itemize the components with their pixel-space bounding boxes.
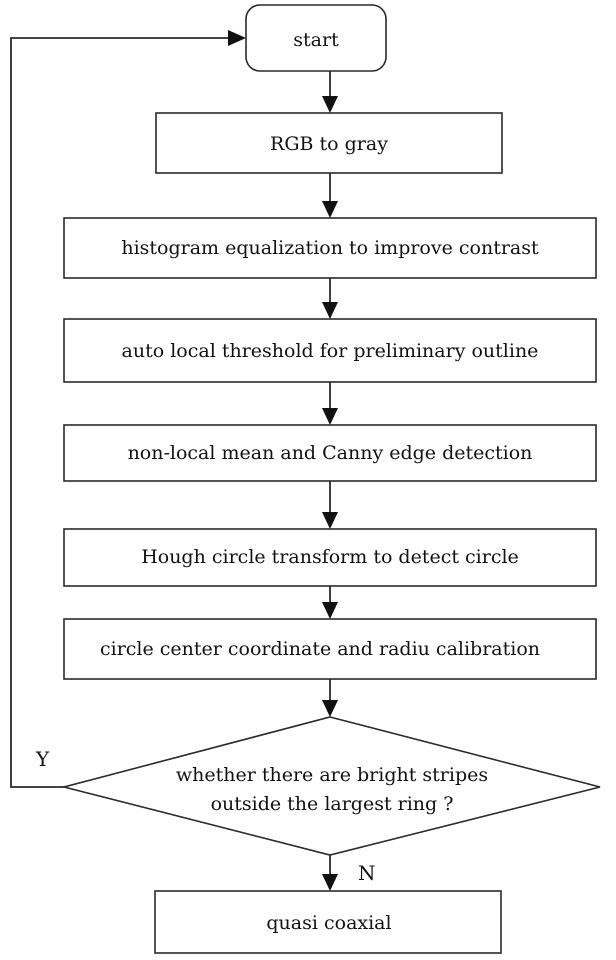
calibration-node	[63, 618, 597, 680]
threshold-label: auto local threshold for preliminary out…	[122, 340, 539, 362]
decision-label-line2: outside the largest ring ?	[211, 793, 454, 815]
quasi-coaxial-label: quasi coaxial	[266, 912, 391, 934]
connector-yes-loop	[10, 37, 228, 788]
arrowhead-yes-loop	[228, 30, 246, 46]
arrowhead-canny-to-hough	[322, 512, 338, 529]
hough-node	[63, 528, 597, 587]
start-node-label: start	[293, 29, 339, 51]
arrowhead-rgb-to-histogram	[322, 201, 338, 218]
canny-label: non-local mean and Canny edge detection	[128, 442, 533, 464]
arrowhead-threshold-to-canny	[322, 408, 338, 425]
decision-node	[60, 716, 601, 856]
calibration-label: circle center coordinate and radiu calib…	[100, 638, 540, 660]
arrowhead-histogram-to-threshold	[322, 302, 338, 319]
arrowhead-calibration-to-decision	[322, 700, 338, 717]
histogram-label: histogram equalization to improve contra…	[121, 237, 539, 259]
rgb-to-gray-label: RGB to gray	[270, 133, 388, 155]
hough-label: Hough circle transform to detect circle	[141, 546, 519, 568]
decision-label-line1: whether there are bright stripes	[176, 764, 488, 786]
threshold-node	[63, 318, 597, 383]
canny-node	[63, 424, 597, 482]
quasi-coaxial-node	[154, 890, 502, 954]
rgb-to-gray-node	[155, 112, 503, 174]
arrowhead-no-branch	[322, 874, 338, 891]
arrowhead-hough-to-calibration	[322, 602, 338, 619]
no-label: N	[358, 861, 376, 885]
yes-label: Y	[35, 747, 50, 771]
arrowhead-start-to-rgb	[322, 96, 338, 113]
